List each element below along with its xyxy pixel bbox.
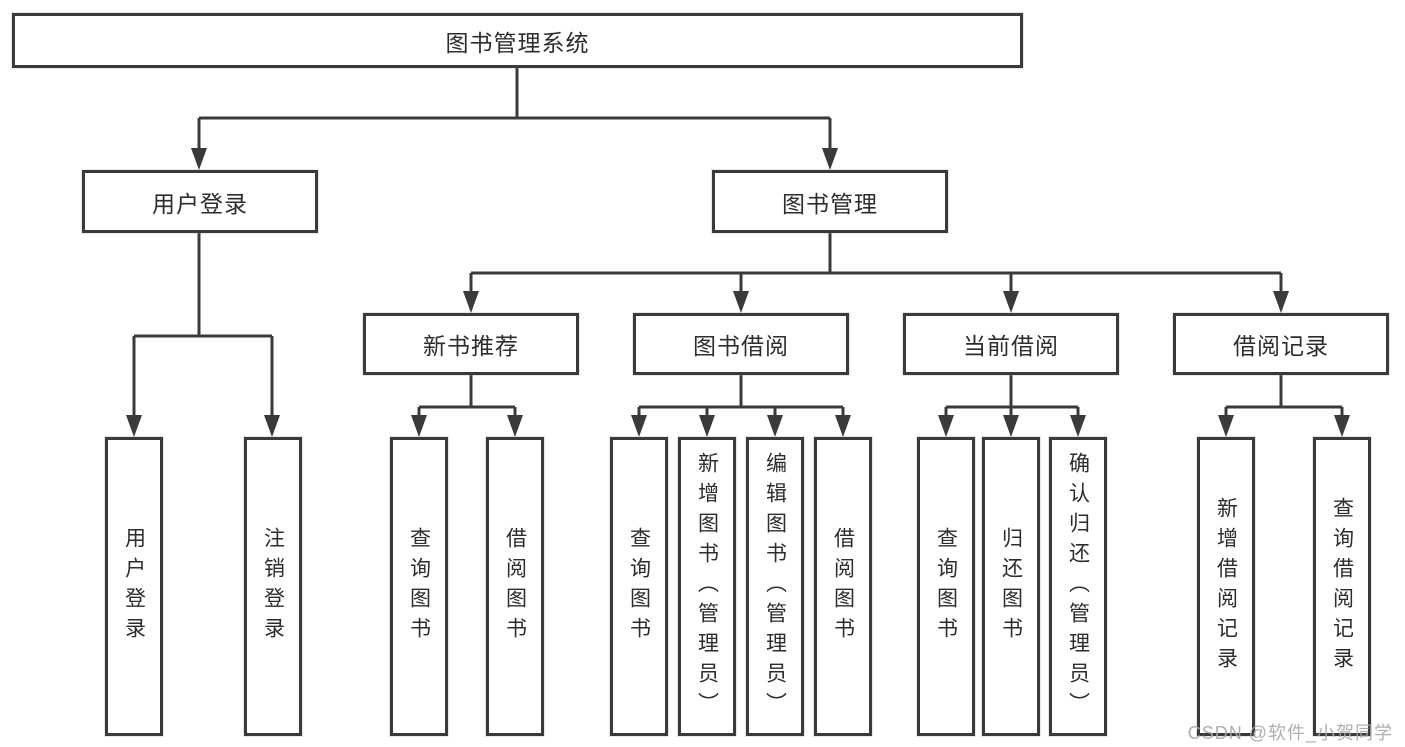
leaf-edit-book-admin: 编辑图书（管理员） xyxy=(746,437,804,736)
leaf-return-books: 归还图书 xyxy=(982,437,1040,736)
connector-new-recommend-to-leaves xyxy=(411,375,523,437)
node-book-borrowing: 图书借阅 xyxy=(633,313,849,375)
node-label: 编辑图书（管理员） xyxy=(763,451,787,722)
leaf-confirm-return-admin: 确认归还（管理员） xyxy=(1049,437,1107,736)
node-label: 新增图书（管理员） xyxy=(695,451,719,722)
node-label: 图书借阅 xyxy=(693,333,789,359)
node-label: 注销登录 xyxy=(261,526,285,647)
node-label: 新书推荐 xyxy=(423,333,519,359)
connector-book-borrow-to-leaves xyxy=(631,375,851,437)
leaf-recommend-query-books: 查询图书 xyxy=(390,437,448,736)
leaf-borrowing-borrow-books: 借阅图书 xyxy=(814,437,872,736)
node-label: 借阅图书 xyxy=(503,526,527,647)
watermark: CSDN @软件_小贺同学 xyxy=(1187,723,1393,743)
node-new-book-recommend: 新书推荐 xyxy=(363,313,579,375)
leaf-add-book-admin: 新增图书（管理员） xyxy=(678,437,736,736)
node-borrowing-records: 借阅记录 xyxy=(1173,313,1389,375)
leaf-add-borrow-record: 新增借阅记录 xyxy=(1197,437,1255,736)
node-label: 当前借阅 xyxy=(963,333,1059,359)
leaf-current-query-books: 查询图书 xyxy=(917,437,975,736)
connector-current-borrow-to-leaves xyxy=(938,375,1086,437)
node-label: 确认归还（管理员） xyxy=(1066,451,1090,722)
node-label: 查询图书 xyxy=(407,526,431,647)
connector-borrow-records-to-leaves xyxy=(1218,375,1350,437)
leaf-query-borrow-record: 查询借阅记录 xyxy=(1313,437,1371,736)
node-label: 用户登录 xyxy=(152,190,248,217)
node-label: 借阅图书 xyxy=(831,526,855,647)
node-label: 图书管理系统 xyxy=(445,29,590,56)
leaf-borrowing-query-books: 查询图书 xyxy=(610,437,668,736)
leaf-recommend-borrow-books: 借阅图书 xyxy=(486,437,544,736)
leaf-logout: 注销登录 xyxy=(244,437,302,736)
node-label: 归还图书 xyxy=(999,526,1023,647)
connector-book-mgmt-to-level3 xyxy=(463,233,1289,313)
node-library-system: 图书管理系统 xyxy=(12,13,1023,68)
node-label: 查询图书 xyxy=(934,526,958,647)
node-label: 用户登录 xyxy=(122,526,146,647)
node-label: 新增借阅记录 xyxy=(1214,496,1238,677)
connector-user-login-to-leaves xyxy=(126,233,280,437)
node-book-management: 图书管理 xyxy=(712,170,948,233)
node-user-login: 用户登录 xyxy=(82,170,318,233)
node-label: 查询图书 xyxy=(627,526,651,647)
leaf-user-login: 用户登录 xyxy=(105,437,163,736)
node-label: 借阅记录 xyxy=(1233,333,1329,359)
node-label: 图书管理 xyxy=(782,190,878,217)
node-label: 查询借阅记录 xyxy=(1330,496,1354,677)
node-current-borrowing: 当前借阅 xyxy=(903,313,1119,375)
connector-root-to-level2 xyxy=(191,68,838,170)
